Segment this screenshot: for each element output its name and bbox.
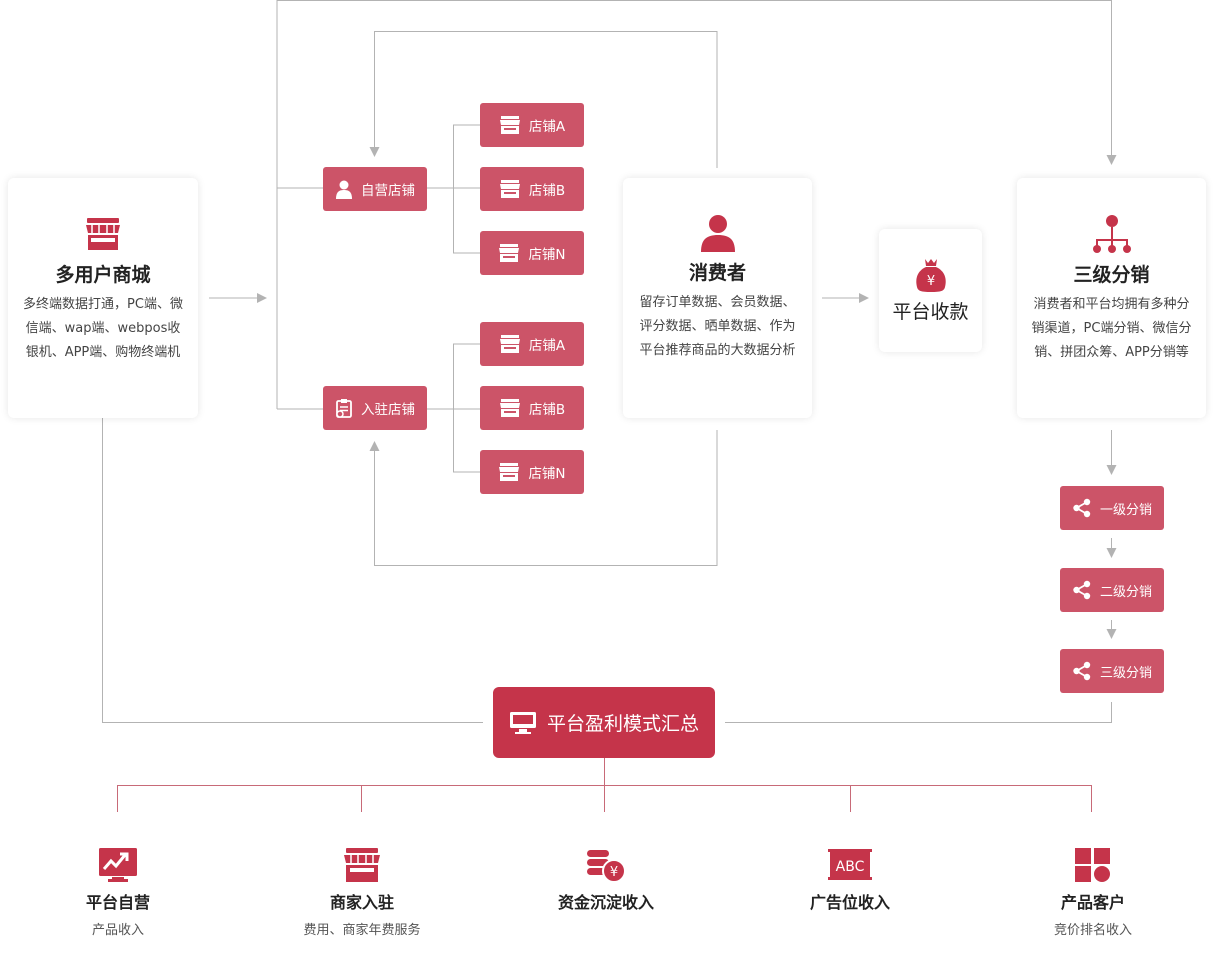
self-store-button[interactable]: 自营店铺 [323,167,427,211]
revenue-item: ABC 广告位收入 [760,847,940,913]
user-icon [700,215,735,252]
svg-text:ABC: ABC [836,859,865,875]
consumer-desc: 留存订单数据、会员数据、评分数据、晒单数据、作为平台推荐商品的大数据分析 [639,295,796,358]
distribution-level-button[interactable]: 一级分销 [1060,486,1164,530]
store-button[interactable]: 店铺N [480,450,584,494]
store-icon [499,335,520,353]
distribution-card: 三级分销 消费者和平台均拥有多种分销渠道，PC端分销、微信分销、拼团众筹、APP… [1017,178,1206,418]
self-store-label: 自营店铺 [361,183,415,199]
revenue-item: 平台自营 产品收入 [28,847,208,938]
payment-title: 平台收款 [892,301,969,323]
settled-store-button[interactable]: 入驻店铺 [323,386,427,430]
svg-text:¥: ¥ [926,274,934,289]
blocks-icon [1075,848,1110,882]
revenue-title: 资金沉淀收入 [557,893,654,912]
store-label: 店铺B [528,402,566,418]
store-button[interactable]: 店铺A [480,322,584,366]
level-label: 三级分销 [1099,665,1152,681]
revenue-title: 商家入驻 [329,893,394,912]
settled-store-label: 入驻店铺 [361,402,415,418]
consumer-title: 消费者 [688,262,746,284]
mall-title: 多用户商城 [55,264,151,286]
store-label: 店铺A [528,338,566,354]
revenue-subtitle: 竞价排名收入 [1053,923,1132,938]
mall-desc: 多终端数据打通，PC端、微信端、wap端、webpos收银机、APP端、购物终端… [23,297,183,360]
chart-icon [99,848,137,882]
revenue-item: 商家入驻 费用、商家年费服务 [272,847,452,938]
share-icon [1073,498,1091,518]
distribution-level-button[interactable]: 二级分销 [1060,568,1164,612]
revenue-title: 广告位收入 [809,893,890,912]
revenue-title: 产品客户 [1060,893,1125,912]
store-icon [499,463,520,481]
abc-board-icon: ABC [828,849,872,880]
store-button[interactable]: 店铺B [480,167,584,211]
share-icon [1073,580,1091,600]
store-icon [86,218,120,250]
level-label: 一级分销 [1099,502,1152,518]
monitor-icon [509,711,536,734]
svg-text:¥: ¥ [610,865,618,880]
store-label: 店铺N [528,247,566,263]
mall-card: 多用户商城 多终端数据打通，PC端、微信端、wap端、webpos收银机、APP… [8,178,198,418]
network-icon [1092,215,1131,253]
clipboard-icon [336,399,352,418]
money-bag-icon: ¥ [915,259,946,292]
summary-label: 平台盈利模式汇总 [546,713,699,735]
store-label: 店铺N [528,466,566,482]
distribution-title: 三级分销 [1073,264,1150,286]
store-button[interactable]: 店铺A [480,103,584,147]
person-icon [336,180,352,199]
revenue-subtitle: 费用、商家年费服务 [303,923,421,938]
store-icon [499,244,520,262]
payment-card: ¥ 平台收款 [879,229,982,352]
share-icon [1073,661,1091,681]
distribution-desc: 消费者和平台均拥有多种分销渠道，PC端分销、微信分销、拼团众筹、APP分销等 [1031,297,1192,360]
store-label: 店铺A [528,119,566,135]
profit-summary-button[interactable]: 平台盈利模式汇总 [493,687,715,758]
revenue-subtitle: 产品收入 [91,923,144,938]
store-icon [499,399,520,417]
consumer-card: 消费者 留存订单数据、会员数据、评分数据、晒单数据、作为平台推荐商品的大数据分析 [623,178,812,418]
store-icon [499,180,520,198]
distribution-level-button[interactable]: 三级分销 [1060,649,1164,693]
level-label: 二级分销 [1099,584,1152,600]
store-button[interactable]: 店铺B [480,386,584,430]
store-button[interactable]: 店铺N [480,231,584,275]
revenue-item: 产品客户 竞价排名收入 [1003,847,1183,938]
store-label: 店铺B [528,183,566,199]
store-icon [344,848,380,882]
revenue-item: ¥ 资金沉淀收入 [516,847,696,913]
coins-icon: ¥ [587,850,626,883]
revenue-title: 平台自营 [85,893,150,912]
store-icon [499,116,520,134]
